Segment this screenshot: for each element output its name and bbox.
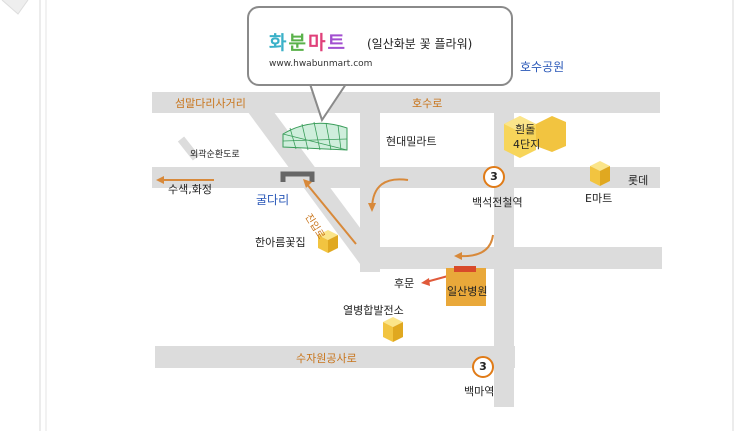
label-hyundai-millart: 현대밀라트 [386, 135, 437, 148]
brand-logo: 화분마트 [269, 32, 347, 54]
store-name: (일산화분 꽃 플라워) [367, 37, 473, 51]
road-hospital [380, 247, 662, 269]
label-ilsan-hospital: 일산병원 [447, 285, 488, 298]
road-main-east-west [152, 167, 660, 188]
label-susaek: 수색,화정 [168, 183, 212, 196]
building-fire-station-icon [383, 317, 403, 342]
label-baekseok-station: 백석전철역 [472, 196, 523, 209]
arrow-curve-west [371, 178, 409, 209]
road-sujawon [155, 346, 515, 368]
metro-line-3-baekma-icon: 3 [472, 356, 494, 378]
label-huindol-4danji: 4단지 [513, 138, 541, 151]
left-frame [1, 0, 47, 431]
label-baekma-station: 백마역 [464, 385, 495, 398]
label-lotte: 롯데 [628, 174, 649, 187]
label-seommal-intersection: 섬말다리사거리 [175, 97, 246, 110]
underpass-bracket [280, 171, 315, 182]
road-hosu-ro [152, 92, 660, 113]
label-back-gate: 후문 [394, 277, 415, 290]
route-arrows [156, 176, 494, 260]
arrow-entrance [305, 182, 357, 245]
road-small-diagonal [177, 136, 200, 161]
greenhouse-icon [282, 121, 348, 151]
building-huindol-icon [504, 116, 566, 158]
label-huindol: 흰돌 [515, 123, 536, 136]
label-hanareum: 한아름꽃집 [255, 236, 306, 249]
label-fire-station: 열병합발전소 [343, 304, 404, 317]
hospital-building-icon [446, 266, 486, 306]
label-sujawon-road: 수자원공사로 [296, 352, 357, 365]
road-vertical-west [360, 92, 380, 272]
label-hosu-park: 호수공원 [520, 60, 565, 74]
road-outer-ring [239, 92, 378, 268]
building-hanareum-icon [318, 230, 338, 253]
arrow-to-back-gate [421, 275, 449, 286]
label-hosu-road: 호수로 [412, 97, 443, 110]
building-emart-icon [590, 161, 610, 186]
metro-line-3-baekseok-icon: 3 [483, 166, 505, 188]
label-outer-ring-road: 외곽순환도로 [190, 150, 240, 160]
store-logo-bubble: 화분마트 (일산화분 꽃 플라워) www.hwabunmart.com [247, 6, 513, 86]
label-guldari: 굴다리 [256, 193, 290, 207]
website-url: www.hwabunmart.com [269, 59, 373, 69]
label-emart: E마트 [585, 192, 613, 205]
arrow-curve-hospital [457, 234, 494, 258]
